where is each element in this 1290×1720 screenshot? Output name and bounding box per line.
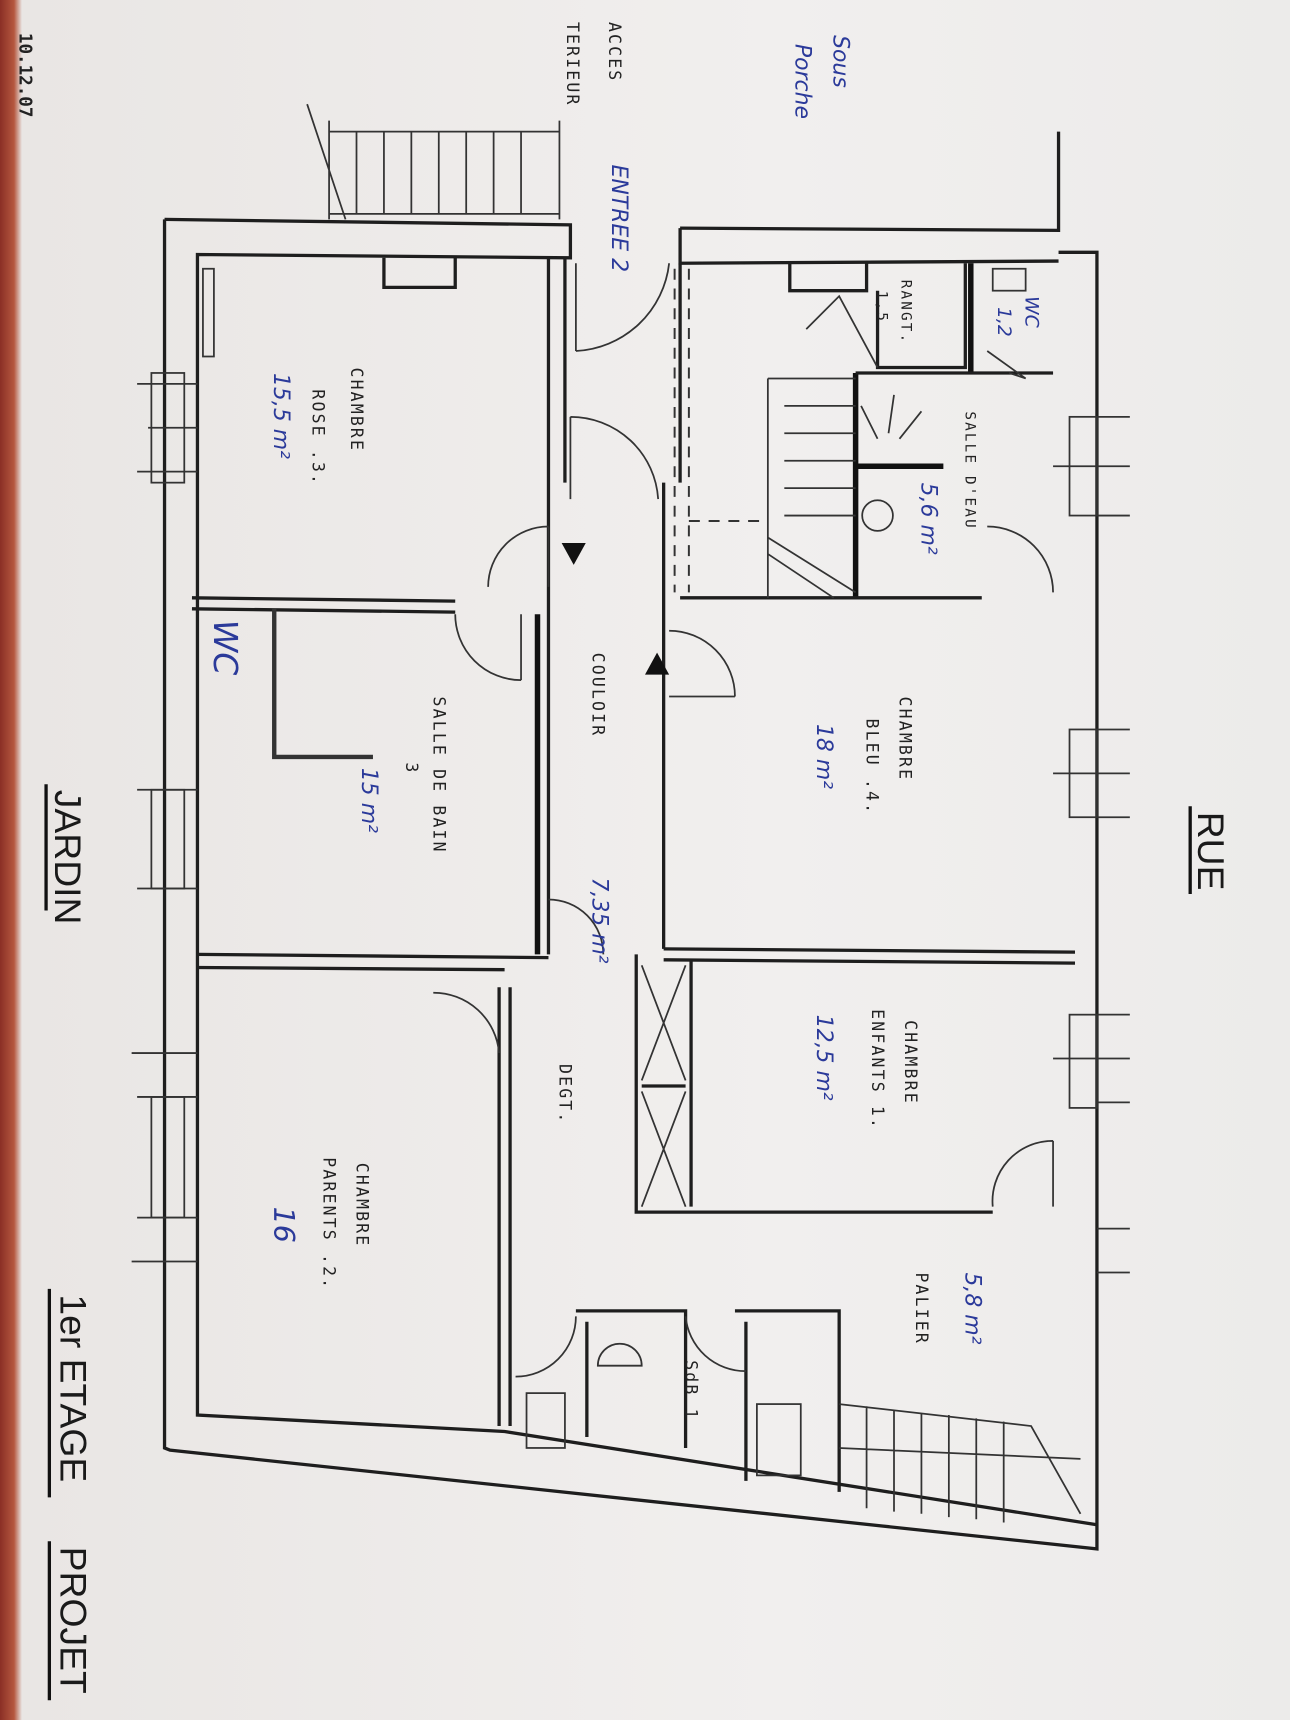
salle-eau-area: 5,6 m²	[915, 483, 940, 555]
staircases	[306, 103, 1082, 1523]
rangement-name: RANGT.	[898, 280, 914, 345]
arrow-marker-2	[645, 652, 670, 675]
toilet-icon	[991, 267, 1027, 292]
chambre-rose-area: 15,5 m²	[268, 373, 293, 459]
wc-name: WC	[1021, 296, 1042, 327]
street-label: RUE	[1190, 812, 1232, 891]
wc-area: 1,2	[993, 307, 1014, 337]
floor-title: 1er ETAGE	[52, 1294, 94, 1482]
chambre-parents-sub: PARENTS .2.	[320, 1157, 339, 1290]
degagement-name: DEGT.	[555, 1064, 574, 1124]
chambre-enfants-name: CHAMBRE	[901, 1020, 920, 1105]
couloir-area: 7,35 m²	[586, 878, 611, 964]
sink-icon-2	[596, 1342, 643, 1367]
fixtures	[202, 267, 1027, 1477]
windows	[131, 372, 1130, 1274]
chambre-rose-name: CHAMBRE	[347, 367, 366, 452]
bathtub-icon	[756, 1403, 802, 1477]
chambre-enfants-area: 12,5 m²	[811, 1015, 836, 1101]
sdb-wc-note: WC	[206, 620, 245, 676]
project-status: PROJET	[52, 1547, 94, 1694]
porche-label: Porche	[789, 44, 814, 119]
garden-label: JARDIN	[47, 790, 89, 925]
sink-icon	[861, 499, 894, 532]
chambre-bleu-area: 18 m²	[811, 724, 836, 789]
sous-label: Sous	[828, 35, 853, 88]
exterieur-label: TERIEUR	[563, 22, 582, 107]
toilet-icon-2	[525, 1392, 566, 1449]
chambre-enfants-sub: ENFANTS 1.	[868, 1009, 887, 1130]
outer-walls	[162, 131, 1099, 1551]
interior-walls	[191, 257, 1076, 1492]
palier-name: PALIER	[912, 1272, 931, 1345]
chambre-bleu-name: CHAMBRE	[895, 697, 914, 782]
sdb-name: SALLE DE BAIN	[429, 697, 448, 854]
doors	[433, 263, 1054, 1378]
labels: 10.12.07 ACCES TERIEUR Sous Porche ENTRE…	[15, 22, 1232, 1701]
rangement-area: 1,5	[874, 291, 890, 323]
sdb1-name: SdB 1	[682, 1360, 701, 1420]
date-label: 10.12.07	[15, 33, 35, 118]
sdb-sub: 3	[402, 762, 421, 774]
chambre-parents-name: CHAMBRE	[353, 1163, 372, 1248]
chambre-parents-area: 16	[267, 1207, 300, 1243]
palier-area: 5,8 m²	[959, 1272, 984, 1344]
shower-icon	[860, 394, 923, 440]
arrow-marker	[561, 542, 586, 565]
chambre-rose-sub: ROSE .3.	[309, 389, 328, 486]
sdb-area: 15 m²	[356, 768, 381, 833]
chambre-bleu-sub: BLEU .4.	[863, 718, 882, 815]
couloir-name: COULOIR	[588, 653, 607, 738]
acces-label: ACCES	[605, 22, 624, 82]
salle-eau-name: SALLE D'EAU	[961, 411, 977, 530]
entree-label: ENTREE 2	[606, 165, 631, 272]
